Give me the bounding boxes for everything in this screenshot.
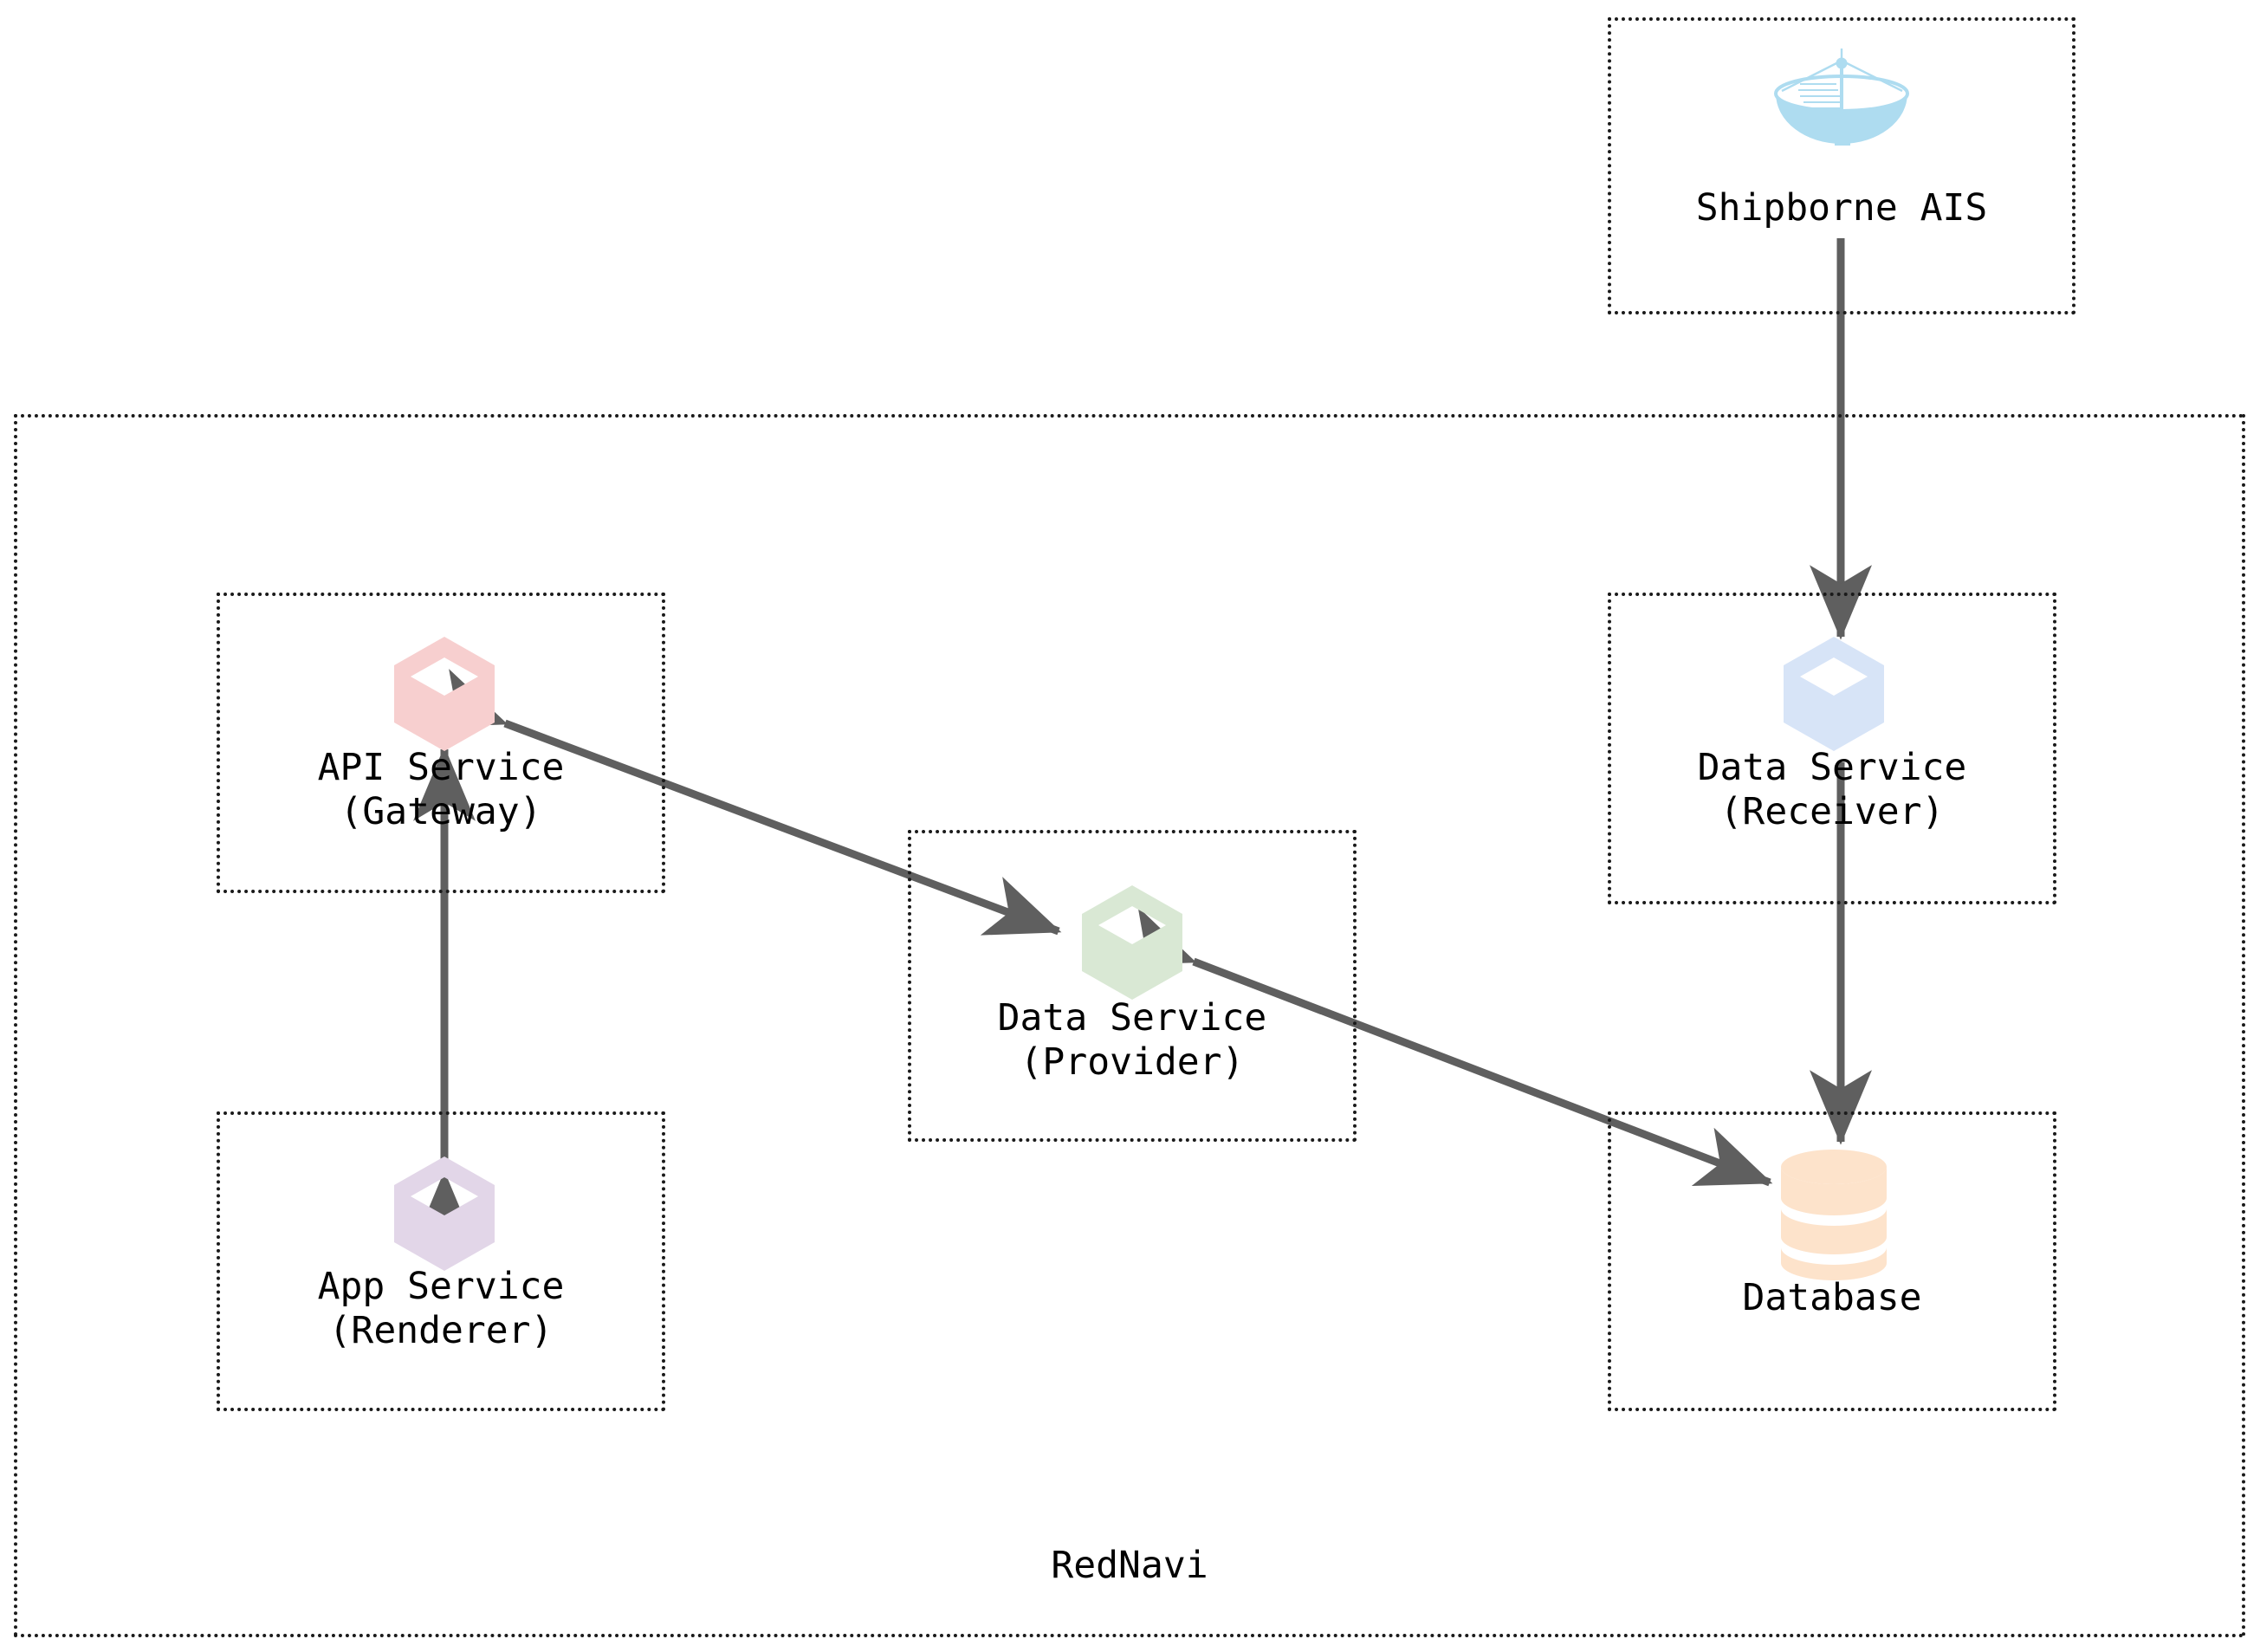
cube-icon	[1781, 635, 1887, 753]
cube-icon	[392, 635, 497, 753]
cube-icon	[1079, 884, 1185, 1001]
rednavi-group-label: RedNavi	[1051, 1544, 1208, 1587]
node-data-service-provider[interactable]	[908, 830, 1357, 1142]
node-database[interactable]	[1608, 1111, 2056, 1411]
node-data-service-receiver[interactable]	[1608, 593, 2056, 904]
rednavi-boundary	[14, 414, 2245, 1637]
satellite-dish-icon	[1750, 42, 1933, 146]
node-api-service[interactable]	[217, 593, 665, 893]
database-cylinder-icon	[1778, 1148, 1890, 1282]
node-app-service[interactable]	[217, 1111, 665, 1411]
node-shipborne-ais[interactable]	[1608, 17, 2075, 314]
cube-icon	[392, 1155, 497, 1273]
